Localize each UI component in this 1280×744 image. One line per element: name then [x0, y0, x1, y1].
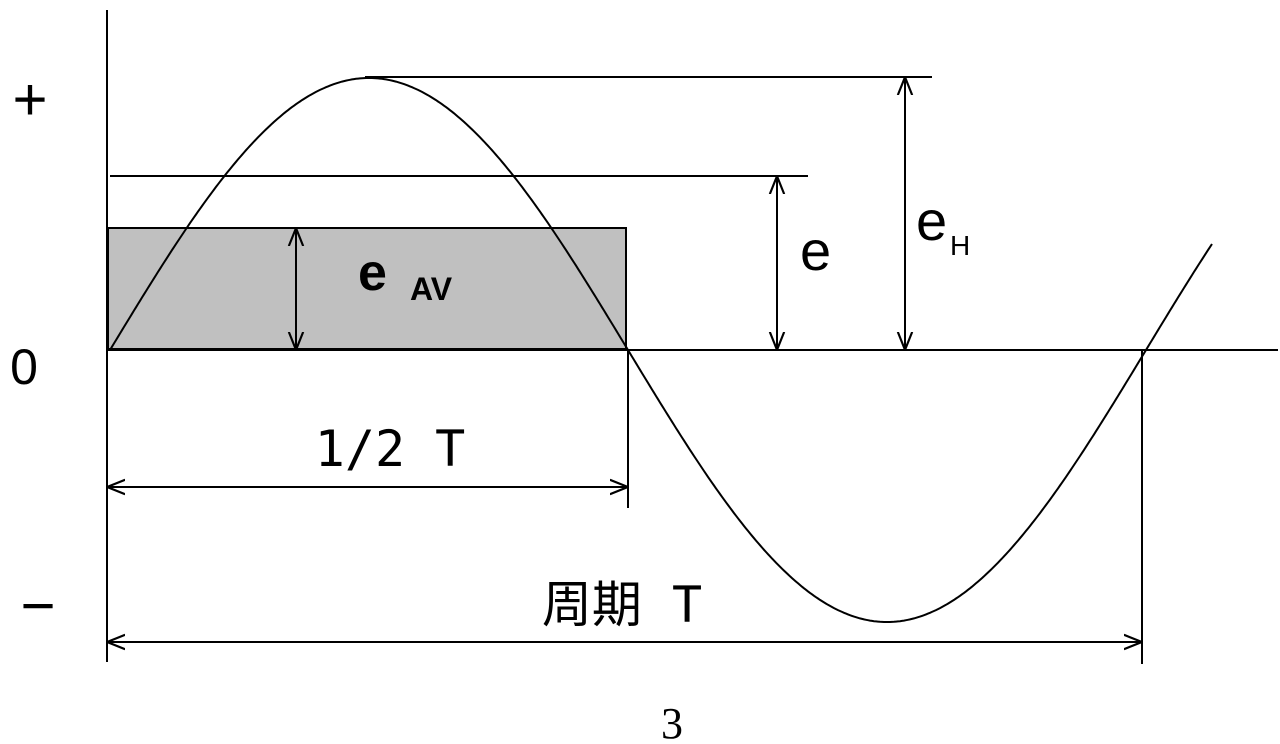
zero-label: 0: [10, 339, 38, 395]
e-h-label-sub: H: [950, 230, 970, 261]
period-label: 周期 T: [542, 576, 702, 634]
sine-wave-curve: [109, 77, 1213, 623]
minus-label: −: [20, 572, 55, 639]
e-h-label-main: e: [916, 189, 947, 252]
e-av-label-main: e: [358, 244, 387, 302]
average-value-rect: [107, 227, 627, 350]
plus-label: +: [12, 66, 47, 133]
e-label: e: [800, 219, 831, 282]
e-av-label-sub: AV: [410, 271, 453, 307]
page-number: 3: [661, 699, 683, 744]
half-period-label: 1/2 T: [315, 420, 466, 478]
